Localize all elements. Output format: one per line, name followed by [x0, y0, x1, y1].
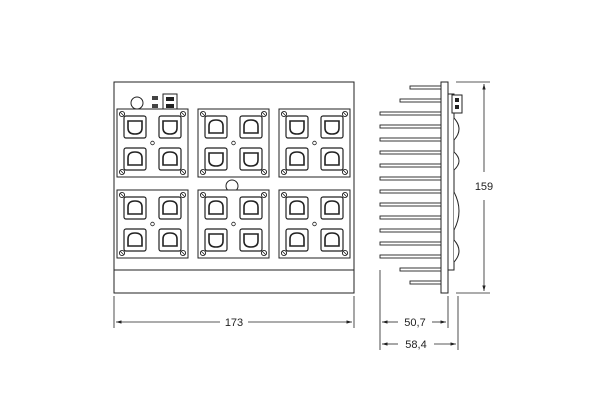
led-optic — [158, 147, 182, 171]
heatsink-fins — [379, 85, 442, 285]
screw-icon — [260, 168, 268, 176]
led-optic — [239, 228, 263, 252]
led-optic — [123, 196, 147, 220]
screw-icon — [118, 168, 126, 176]
led-optic — [204, 115, 228, 139]
fin — [409, 85, 442, 90]
side-lenses — [453, 117, 460, 263]
led-optic — [285, 115, 309, 139]
led-module-bottom-right — [278, 189, 351, 259]
led-optic — [158, 228, 182, 252]
led-optic — [204, 228, 228, 252]
led-optic — [204, 147, 228, 171]
lens-profile — [453, 117, 460, 141]
led-modules — [116, 108, 351, 259]
depth-total-label: 58,4 — [405, 339, 426, 351]
fin — [399, 98, 442, 103]
screw-icon — [260, 191, 268, 199]
board-edge — [447, 93, 455, 271]
screw-icon — [179, 249, 187, 257]
led-optic — [285, 228, 309, 252]
screw-icon — [341, 249, 349, 257]
screw-icon — [260, 110, 268, 118]
side-view — [379, 81, 463, 294]
screw-icon — [179, 168, 187, 176]
screw-icon — [260, 249, 268, 257]
screw-icon — [179, 191, 187, 199]
led-optic — [158, 115, 182, 139]
fin — [379, 189, 442, 194]
height-dimension: 159 — [456, 81, 493, 294]
screw-icon — [280, 191, 288, 199]
led-optic — [239, 147, 263, 171]
screw-icon — [199, 249, 207, 257]
screw-icon — [341, 191, 349, 199]
screw-icon — [280, 110, 288, 118]
fin — [379, 176, 442, 181]
fin — [379, 241, 442, 246]
led-optic — [123, 147, 147, 171]
screw-icon — [199, 168, 207, 176]
led-module-top-right — [278, 108, 351, 178]
lens-profile — [453, 239, 460, 263]
front-view — [113, 81, 355, 294]
heatsink-base — [440, 81, 449, 294]
width-label: 173 — [225, 317, 243, 329]
screw-icon — [280, 168, 288, 176]
screw-icon — [118, 110, 126, 118]
fin — [379, 202, 442, 207]
led-module-top-center — [197, 108, 270, 178]
fin — [379, 124, 442, 129]
height-label: 159 — [475, 181, 493, 193]
depth-body-label: 50,7 — [404, 317, 425, 329]
screw-icon — [118, 249, 126, 257]
lens-profile — [453, 151, 460, 171]
screw-icon — [179, 110, 187, 118]
screw-icon — [341, 110, 349, 118]
led-optic — [320, 196, 344, 220]
led-optic — [239, 115, 263, 139]
led-optic — [123, 228, 147, 252]
led-module-bottom-center — [197, 189, 270, 259]
fin — [379, 254, 442, 259]
fin — [409, 280, 442, 285]
screw-icon — [199, 110, 207, 118]
led-optic — [285, 147, 309, 171]
led-optic — [123, 115, 147, 139]
screw-icon — [118, 191, 126, 199]
fin — [379, 150, 442, 155]
led-module-bottom-left — [116, 189, 189, 259]
led-optic — [320, 147, 344, 171]
led-optic — [320, 228, 344, 252]
screw-icon — [280, 249, 288, 257]
screw-icon — [199, 191, 207, 199]
screw-icon — [341, 168, 349, 176]
width-dimension: 173 — [113, 296, 355, 329]
led-optic — [204, 196, 228, 220]
fin — [379, 111, 442, 116]
led-optic — [158, 196, 182, 220]
led-optic — [285, 196, 309, 220]
depth-dimensions: 50,7 58,4 — [379, 270, 459, 351]
fin — [379, 137, 442, 142]
fin — [399, 267, 442, 272]
side-connector — [451, 94, 463, 114]
fin — [379, 228, 442, 233]
led-optic — [239, 196, 263, 220]
lens-profile — [453, 191, 460, 231]
led-optic — [320, 115, 344, 139]
fin — [379, 215, 442, 220]
fin — [379, 163, 442, 168]
led-module-top-left — [116, 108, 189, 178]
